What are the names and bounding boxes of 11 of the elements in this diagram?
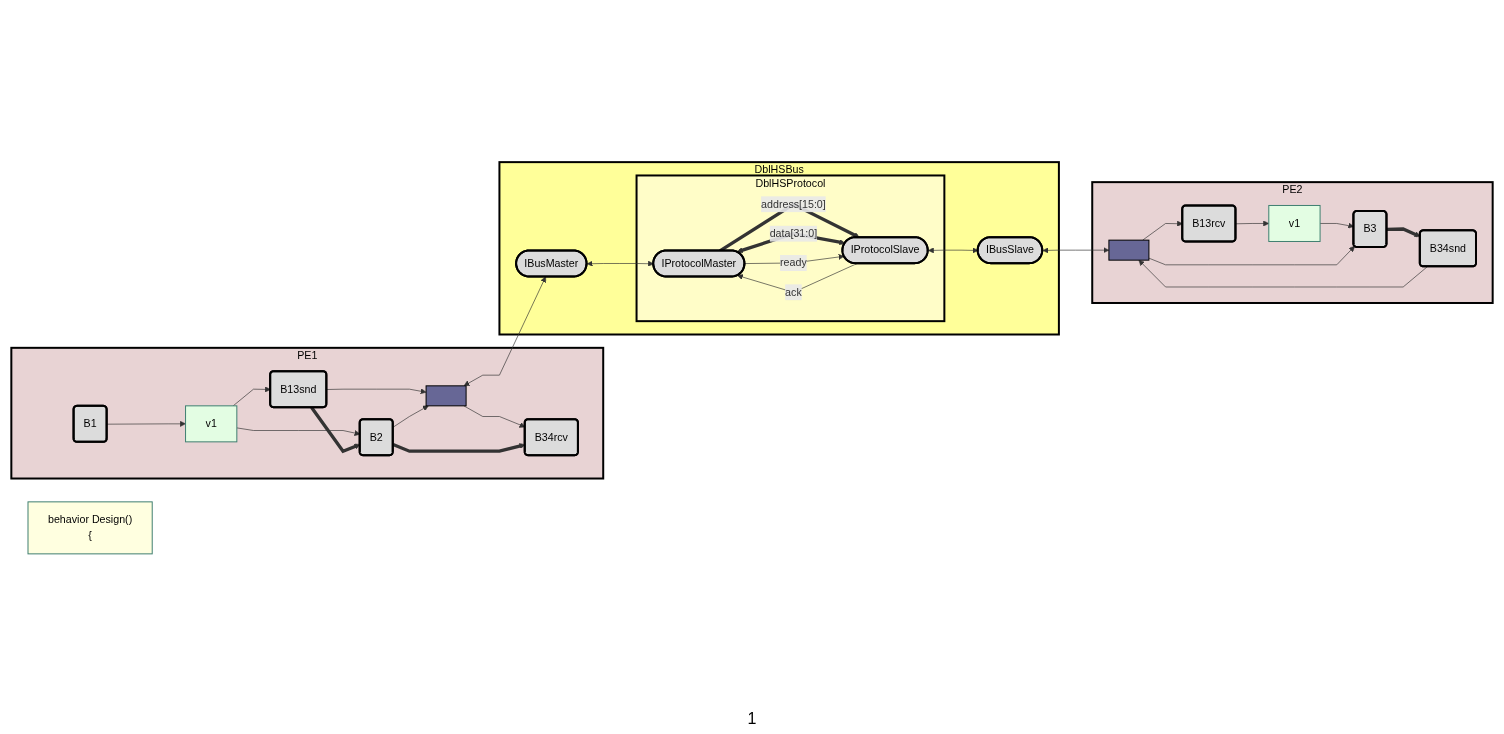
edge-label: address[15:0] xyxy=(761,198,826,210)
node-box xyxy=(1108,239,1150,261)
edge-label: ready xyxy=(780,256,807,269)
arrow xyxy=(1386,227,1421,238)
line-number: 1 xyxy=(747,710,757,728)
node-box xyxy=(425,385,467,407)
edge-label: data[31:0] xyxy=(769,227,818,239)
node-box: v1 xyxy=(1268,205,1321,242)
edge-label: ack xyxy=(785,286,802,298)
node-box: behavior Design() { xyxy=(27,501,153,555)
node-box: v1 xyxy=(185,405,238,443)
